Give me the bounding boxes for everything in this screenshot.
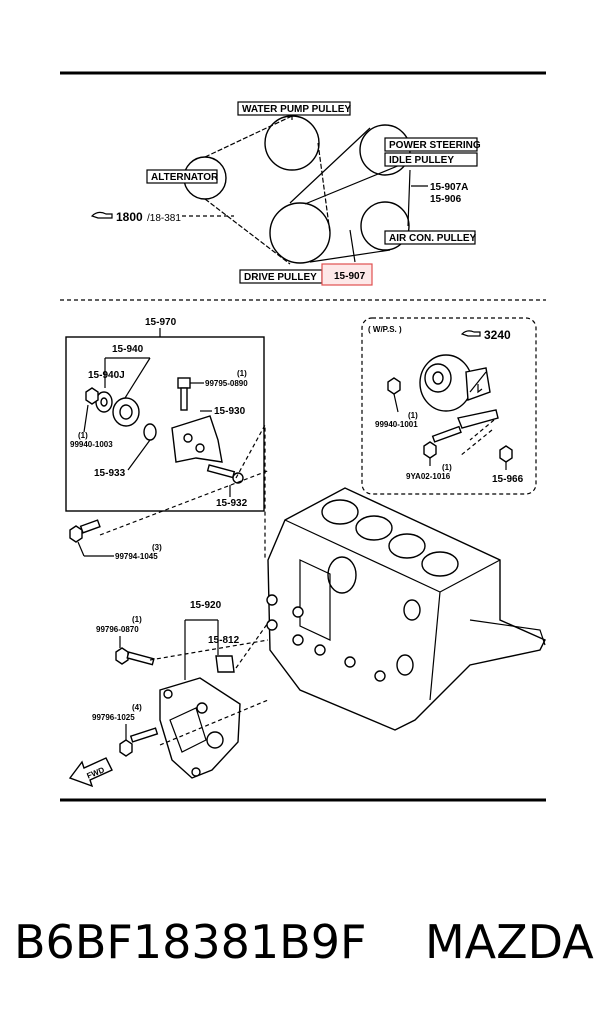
svg-text:15-906: 15-906 [430, 194, 462, 205]
pointing-hand-icon [90, 211, 113, 219]
bolt-15932 [206, 464, 244, 484]
belt-15907a-label: 15-907A 15-906 [411, 182, 468, 205]
water-pump-label: WATER PUMP PULLEY [237, 101, 351, 120]
svg-text:POWER STEERING: POWER STEERING [389, 140, 481, 151]
bracket-ps [457, 409, 499, 429]
power-steering-label: POWER STEERING [384, 137, 481, 152]
drive-pulley-label: DRIVE PULLEY [239, 269, 323, 284]
qty-99795-0890: (1) [237, 369, 247, 378]
label-15940j: 15-940J [88, 370, 125, 381]
label-15970: 15-970 [145, 317, 177, 328]
svg-text:IDLE PULLEY: IDLE PULLEY [389, 155, 454, 166]
water-pump-pulley [264, 115, 320, 171]
part-number: B6BF18381B9F [14, 915, 367, 969]
tensioner-pulley [112, 397, 140, 427]
label-99794-1045: 99794-1045 [115, 552, 158, 561]
svg-text:/18-381: /18-381 [147, 213, 181, 224]
svg-text:DRIVE PULLEY: DRIVE PULLEY [244, 272, 317, 283]
belt-15907-highlight[interactable]: 15-907 [321, 263, 373, 286]
svg-text:15-907: 15-907 [334, 271, 366, 282]
caption: B6BF18381B9F MAZDA [0, 902, 600, 982]
ps-box [361, 317, 537, 495]
bolt-99795 [177, 377, 191, 411]
svg-text:WATER PUMP PULLEY: WATER PUMP PULLEY [242, 104, 351, 115]
qty-99796-1025: (4) [132, 703, 142, 712]
label-9ya02-1016: 9YA02-1016 [406, 472, 451, 481]
nut-99940 [85, 387, 99, 405]
accessory-belt [289, 127, 411, 263]
label-99796-0870: 99796-0870 [96, 625, 139, 634]
air-con-label: AIR CON. PULLEY [384, 230, 477, 245]
caption-gap [366, 915, 425, 969]
qty-9ya02-1016: (1) [442, 463, 452, 472]
label-15930: 15-930 [214, 406, 246, 417]
svg-text:1800: 1800 [116, 210, 143, 224]
bolt-99796-0870 [115, 647, 155, 666]
qty-99940-1003: (1) [78, 431, 88, 440]
svg-text:AIR CON. PULLEY: AIR CON. PULLEY [389, 233, 477, 244]
ref-1800: 1800 /18-381 [90, 210, 234, 224]
spacer-15933 [143, 423, 157, 441]
bearing-small [95, 391, 113, 413]
label-99795-0890: 99795-0890 [205, 379, 248, 388]
label-99940-1001: 99940-1001 [375, 420, 418, 429]
alternator-belt [204, 115, 331, 265]
bracket-kit-box [65, 336, 265, 512]
label-15966: 15-966 [492, 474, 524, 485]
label-99940-1003: 99940-1003 [70, 440, 113, 449]
qty-99794-1045: (3) [152, 543, 162, 552]
engine-block [266, 487, 546, 731]
label-15940: 15-940 [112, 344, 144, 355]
brand-name: MAZDA [424, 915, 594, 969]
bolt-9ya02 [423, 425, 462, 459]
qty-99796-0870: (1) [132, 615, 142, 624]
label-15812: 15-812 [208, 635, 240, 646]
alternator-label: ALTERNATOR [146, 169, 219, 184]
label-99796-1025: 99796-1025 [92, 713, 135, 722]
idle-pulley-label: IDLE PULLEY [384, 152, 478, 167]
svg-text:ALTERNATOR: ALTERNATOR [151, 172, 219, 183]
svg-text:3240: 3240 [484, 328, 511, 342]
label-15933: 15-933 [94, 468, 126, 479]
label-15920: 15-920 [190, 600, 222, 611]
fwd-arrow-icon: FWD [68, 757, 113, 788]
sleeve-15812 [215, 655, 235, 673]
bolt-15966 [499, 445, 513, 463]
drive-pulley [269, 202, 331, 264]
nut-99940-1001 [387, 377, 401, 395]
belt-diagram [183, 115, 411, 265]
label-15932: 15-932 [216, 498, 248, 509]
tensioner-bracket [171, 415, 223, 463]
leader-15907 [349, 229, 356, 263]
label-wps: ( W/P.S. ) [368, 325, 402, 334]
qty-99940-1001: (1) [408, 411, 418, 420]
pointing-hand-icon [460, 330, 481, 337]
ref-3240: 3240 [460, 328, 511, 342]
power-steering-pump [419, 354, 491, 412]
bolt-99794 [69, 519, 101, 543]
svg-text:15-907A: 15-907A [430, 182, 468, 193]
